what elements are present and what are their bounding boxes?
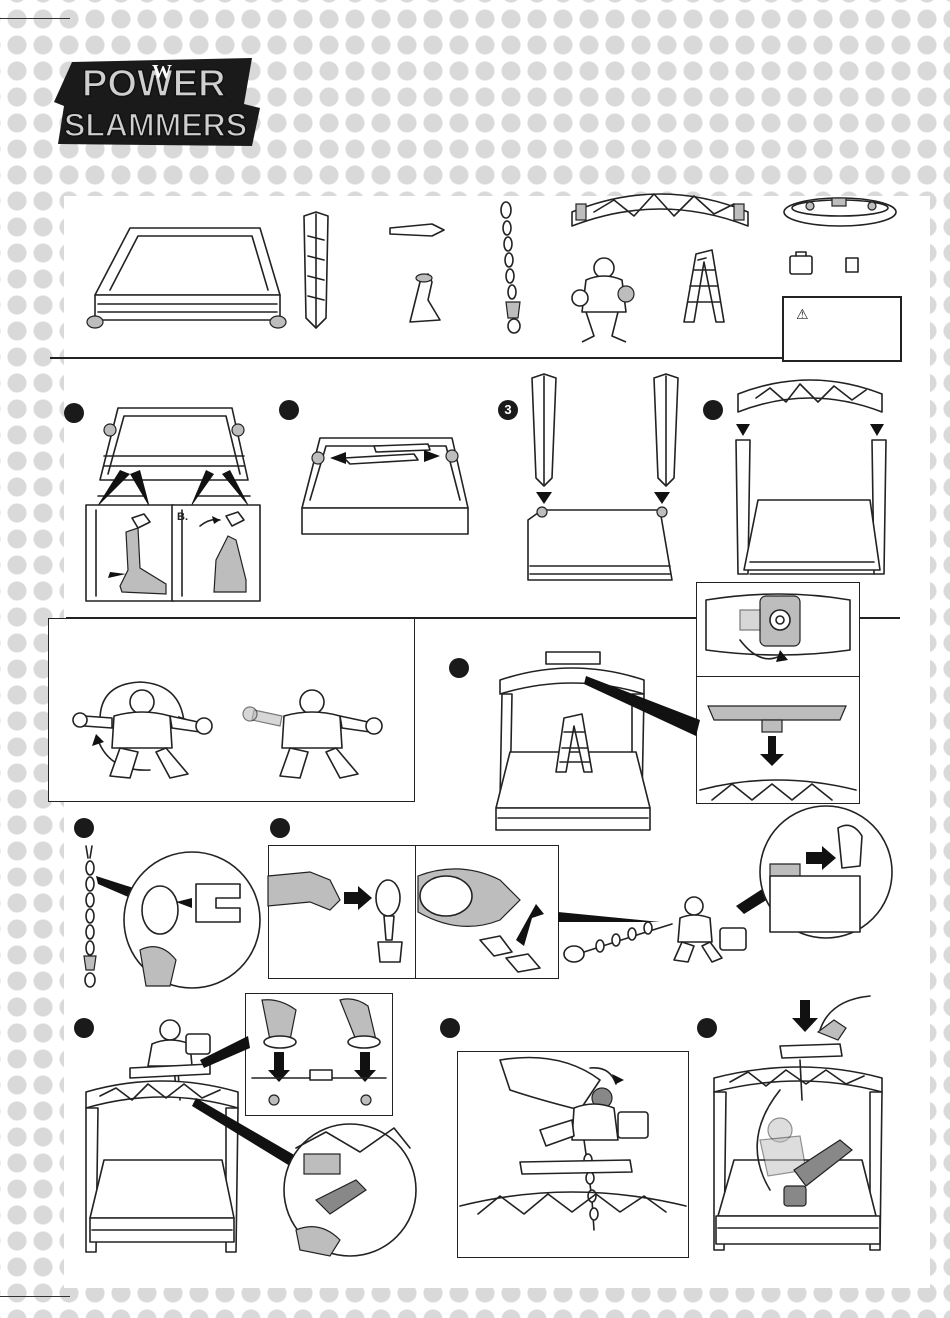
step8-ring (86, 1020, 296, 1252)
step8-clip-detail (284, 1124, 416, 1256)
step8-feet-detail (252, 999, 386, 1105)
step10-ring-action (714, 996, 882, 1250)
step9-press-art (460, 1058, 686, 1231)
